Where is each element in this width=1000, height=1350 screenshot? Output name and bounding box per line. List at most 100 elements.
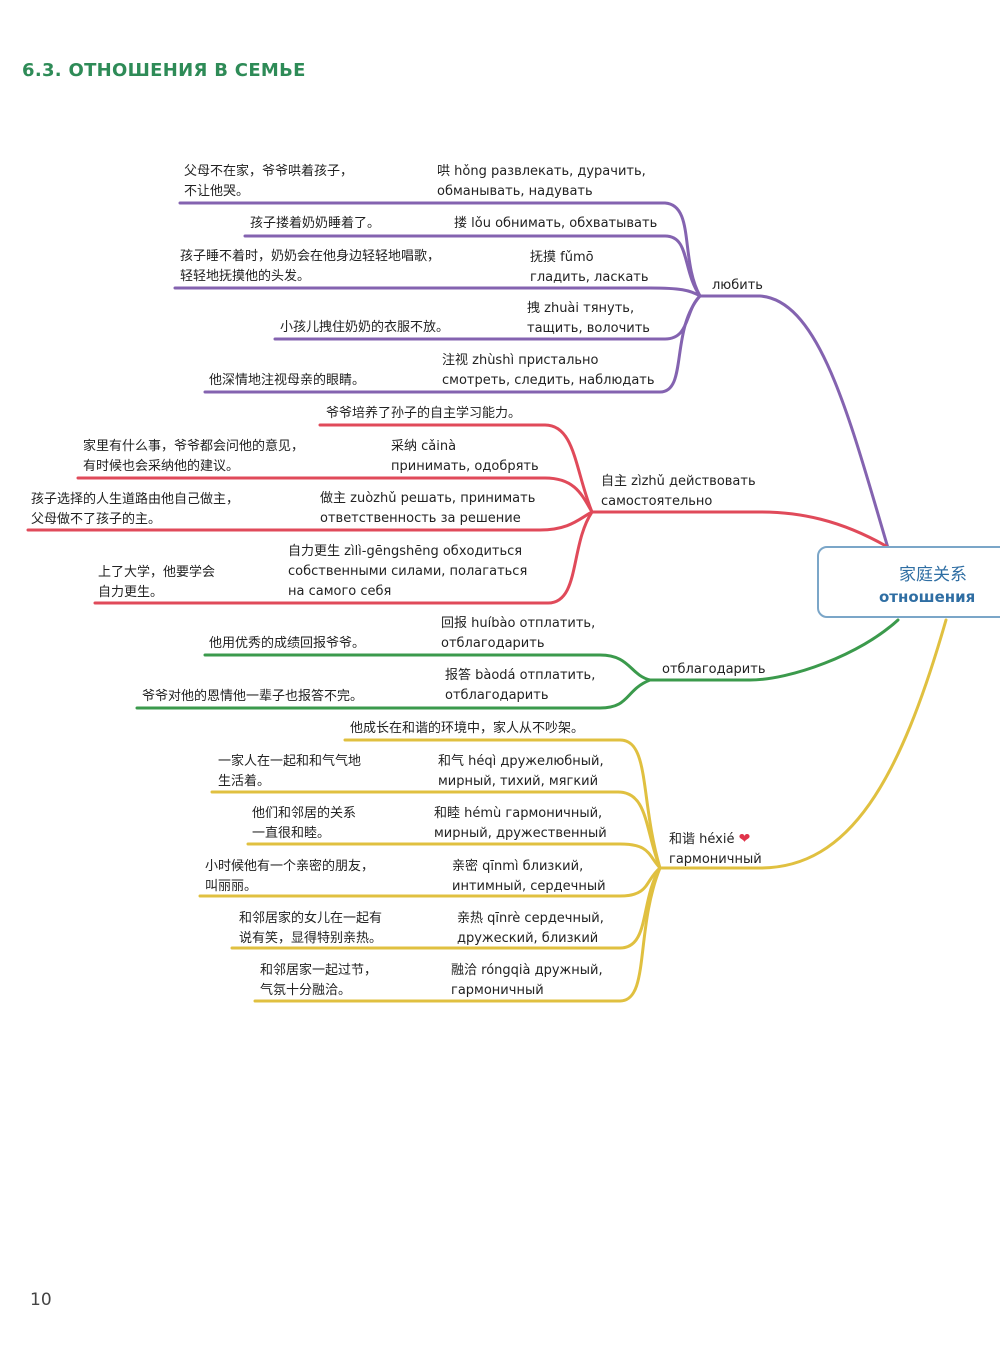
word-line: 和睦 hémù гармоничный, xyxy=(434,806,603,821)
page-title: 6.3. ОТНОШЕНИЯ В СЕМЬЕ xyxy=(22,60,306,81)
word-line: отблагодарить xyxy=(445,688,549,703)
example-caina: 家里有什么事，爷爷都会问他的意见， 有时候也会采纳他的建议。 xyxy=(83,437,304,477)
central-node: 家庭关系 отношения xyxy=(817,546,1000,618)
example-line: 爷爷对他的恩情他一辈子也报答不完。 xyxy=(142,689,364,704)
example-lou: 孩子搂着奶奶睡着了。 xyxy=(250,214,380,234)
word-line: мирный, дружественный xyxy=(434,826,607,841)
branch-label-text: 和谐 héxié xyxy=(669,832,735,847)
example-hexie: 他成长在和谐的环境中，家人从不吵架。 xyxy=(350,719,584,739)
example-line: 父母不在家，爷爷哄着孩子， xyxy=(184,164,354,179)
example-line: 生活着。 xyxy=(218,774,271,789)
word-line: 搂 lǒu обнимать, обхватывать xyxy=(454,216,658,231)
example-line: 自力更生。 xyxy=(98,585,164,600)
example-line: 说有笑，显得特别亲热。 xyxy=(239,931,383,946)
word-line: мирный, тихий, мягкий xyxy=(438,774,599,789)
example-zuozhu: 孩子选择的人生道路由他自己做主， 父母做不了孩子的主。 xyxy=(31,490,239,530)
example-line: 和邻居家的女儿在一起有 xyxy=(239,911,383,926)
example-line: 他用优秀的成绩回报爷爷。 xyxy=(209,636,366,651)
word-line: 采纳 cǎinà xyxy=(391,439,457,454)
example-hong: 父母不在家，爷爷哄着孩子， 不让他哭。 xyxy=(184,162,353,202)
word-rongqia: 融洽 róngqià дружный, гармоничный xyxy=(451,961,603,1001)
branch-label-harmony: 和谐 héxié ❤ гармоничный xyxy=(669,829,762,870)
word-line: 哄 hǒng развлекать, дурачить, xyxy=(437,164,646,179)
word-baoda: 报答 bàodá отплатить, отблагодарить xyxy=(445,666,595,706)
example-line: 爷爷培养了孙子的自主学习能力。 xyxy=(326,406,522,421)
word-zhushi: 注视 zhùshì пристально смотреть, следить, … xyxy=(442,351,655,391)
example-qinmi: 小时候他有一个亲密的朋友， 叫丽丽。 xyxy=(205,857,374,897)
word-huibao: 回报 huíbào отплатить, отблагодарить xyxy=(441,614,595,654)
word-lou: 搂 lǒu обнимать, обхватывать xyxy=(454,214,657,234)
word-line: 和气 héqì дружелюбный, xyxy=(438,754,604,769)
branch-label-line: гармоничный xyxy=(669,852,762,867)
example-line: 气氛十分融洽。 xyxy=(260,983,352,998)
example-line: 孩子选择的人生道路由他自己做主， xyxy=(31,492,240,507)
example-zhushi: 他深情地注视母亲的眼睛。 xyxy=(209,371,365,391)
heart-icon: ❤ xyxy=(738,831,751,847)
word-line: 亲密 qīnmì близкий, xyxy=(452,859,584,874)
word-zuozhu: 做主 zuòzhǔ решать, принимать ответственно… xyxy=(320,489,535,529)
example-line: 他深情地注视母亲的眼睛。 xyxy=(209,373,366,388)
word-hong: 哄 hǒng развлекать, дурачить, обманывать,… xyxy=(437,162,646,202)
word-line: обманывать, надувать xyxy=(437,184,593,199)
word-line: 做主 zuòzhǔ решать, принимать xyxy=(320,491,536,506)
word-line: смотреть, следить, наблюдать xyxy=(442,373,655,388)
word-line: тащить, волочить xyxy=(527,321,650,336)
branch-label-line: 自主 zìzhǔ действовать xyxy=(601,474,756,489)
example-line: 一直很和睦。 xyxy=(252,826,331,841)
example-line: 小时候他有一个亲密的朋友， xyxy=(205,859,375,874)
word-hemu: 和睦 hémù гармоничный, мирный, дружественн… xyxy=(434,804,607,844)
word-line: 注视 zhùshì пристально xyxy=(442,353,599,368)
word-line: принимать, одобрять xyxy=(391,459,539,474)
example-line: 轻轻地抚摸他的头发。 xyxy=(180,269,311,284)
branch-label-love: любить xyxy=(712,278,763,293)
word-qinmi: 亲密 qīnmì близкий, интимный, сердечный xyxy=(452,857,606,897)
example-line: 上了大学，他要学会 xyxy=(98,565,216,580)
word-line: дружеский, близкий xyxy=(457,931,599,946)
branch-label-line: самостоятельно xyxy=(601,494,713,509)
word-zili: 自力更生 zìlì-gēngshēng обходиться собственн… xyxy=(288,542,527,602)
example-zili: 上了大学，他要学会 自力更生。 xyxy=(98,563,215,603)
example-qinre: 和邻居家的女儿在一起有 说有笑，显得特别亲热。 xyxy=(239,909,382,949)
word-qinre: 亲热 qīnrè сердечный, дружеский, близкий xyxy=(457,909,604,949)
branch-label-line: 和谐 héxié ❤ xyxy=(669,829,762,850)
example-rongqia: 和邻居家一起过节， 气氛十分融洽。 xyxy=(260,961,377,1001)
example-line: 父母做不了孩子的主。 xyxy=(31,512,162,527)
central-node-ru: отношения xyxy=(879,588,976,606)
example-zizhu: 爷爷培养了孙子的自主学习能力。 xyxy=(326,404,521,424)
word-line: 亲热 qīnrè сердечный, xyxy=(457,911,604,926)
word-fumo: 抚摸 fǔmō гладить, ласкать xyxy=(530,248,649,288)
word-heqi: 和气 héqì дружелюбный, мирный, тихий, мягк… xyxy=(438,752,604,792)
word-line: 拽 zhuài тянуть, xyxy=(527,301,635,316)
branch-label-repay: отблагодарить xyxy=(662,662,766,677)
example-baoda: 爷爷对他的恩情他一辈子也报答不完。 xyxy=(142,687,363,707)
page-number: 10 xyxy=(30,1290,52,1310)
example-line: 有时候也会采纳他的建议。 xyxy=(83,459,240,474)
word-line: 抚摸 fǔmō xyxy=(530,250,594,265)
example-line: 一家人在一起和和气气地 xyxy=(218,754,362,769)
word-line: 报答 bàodá отплатить, xyxy=(445,668,596,683)
example-fumo: 孩子睡不着时，奶奶会在他身边轻轻地唱歌， 轻轻地抚摸他的头发。 xyxy=(180,247,440,287)
example-zhuai: 小孩儿拽住奶奶的衣服不放。 xyxy=(280,318,449,338)
word-line: отблагодарить xyxy=(441,636,545,651)
word-line: 回报 huíbào отплатить, xyxy=(441,616,596,631)
word-caina: 采纳 cǎinà принимать, одобрять xyxy=(391,437,539,477)
word-zhuai: 拽 zhuài тянуть, тащить, волочить xyxy=(527,299,650,339)
word-line: гладить, ласкать xyxy=(530,270,649,285)
example-line: 孩子搂着奶奶睡着了。 xyxy=(250,216,381,231)
word-line: на самого себя xyxy=(288,584,392,599)
example-line: 他们和邻居的关系 xyxy=(252,806,357,821)
word-line: гармоничный xyxy=(451,983,544,998)
example-line: 孩子睡不着时，奶奶会在他身边轻轻地唱歌， xyxy=(180,249,441,264)
example-huibao: 他用优秀的成绩回报爷爷。 xyxy=(209,634,365,654)
example-line: 不让他哭。 xyxy=(184,184,250,199)
example-hemu: 他们和邻居的关系 一直很和睦。 xyxy=(252,804,356,844)
word-line: интимный, сердечный xyxy=(452,879,606,894)
example-line: 他成长在和谐的环境中，家人从不吵架。 xyxy=(350,721,585,736)
branch-label-independent: 自主 zìzhǔ действовать самостоятельно xyxy=(601,472,756,512)
example-line: 小孩儿拽住奶奶的衣服不放。 xyxy=(280,320,450,335)
example-line: 叫丽丽。 xyxy=(205,879,258,894)
word-line: 自力更生 zìlì-gēngshēng обходиться xyxy=(288,544,523,559)
example-heqi: 一家人在一起和和气气地 生活着。 xyxy=(218,752,361,792)
word-line: собственными силами, полагаться xyxy=(288,564,528,579)
